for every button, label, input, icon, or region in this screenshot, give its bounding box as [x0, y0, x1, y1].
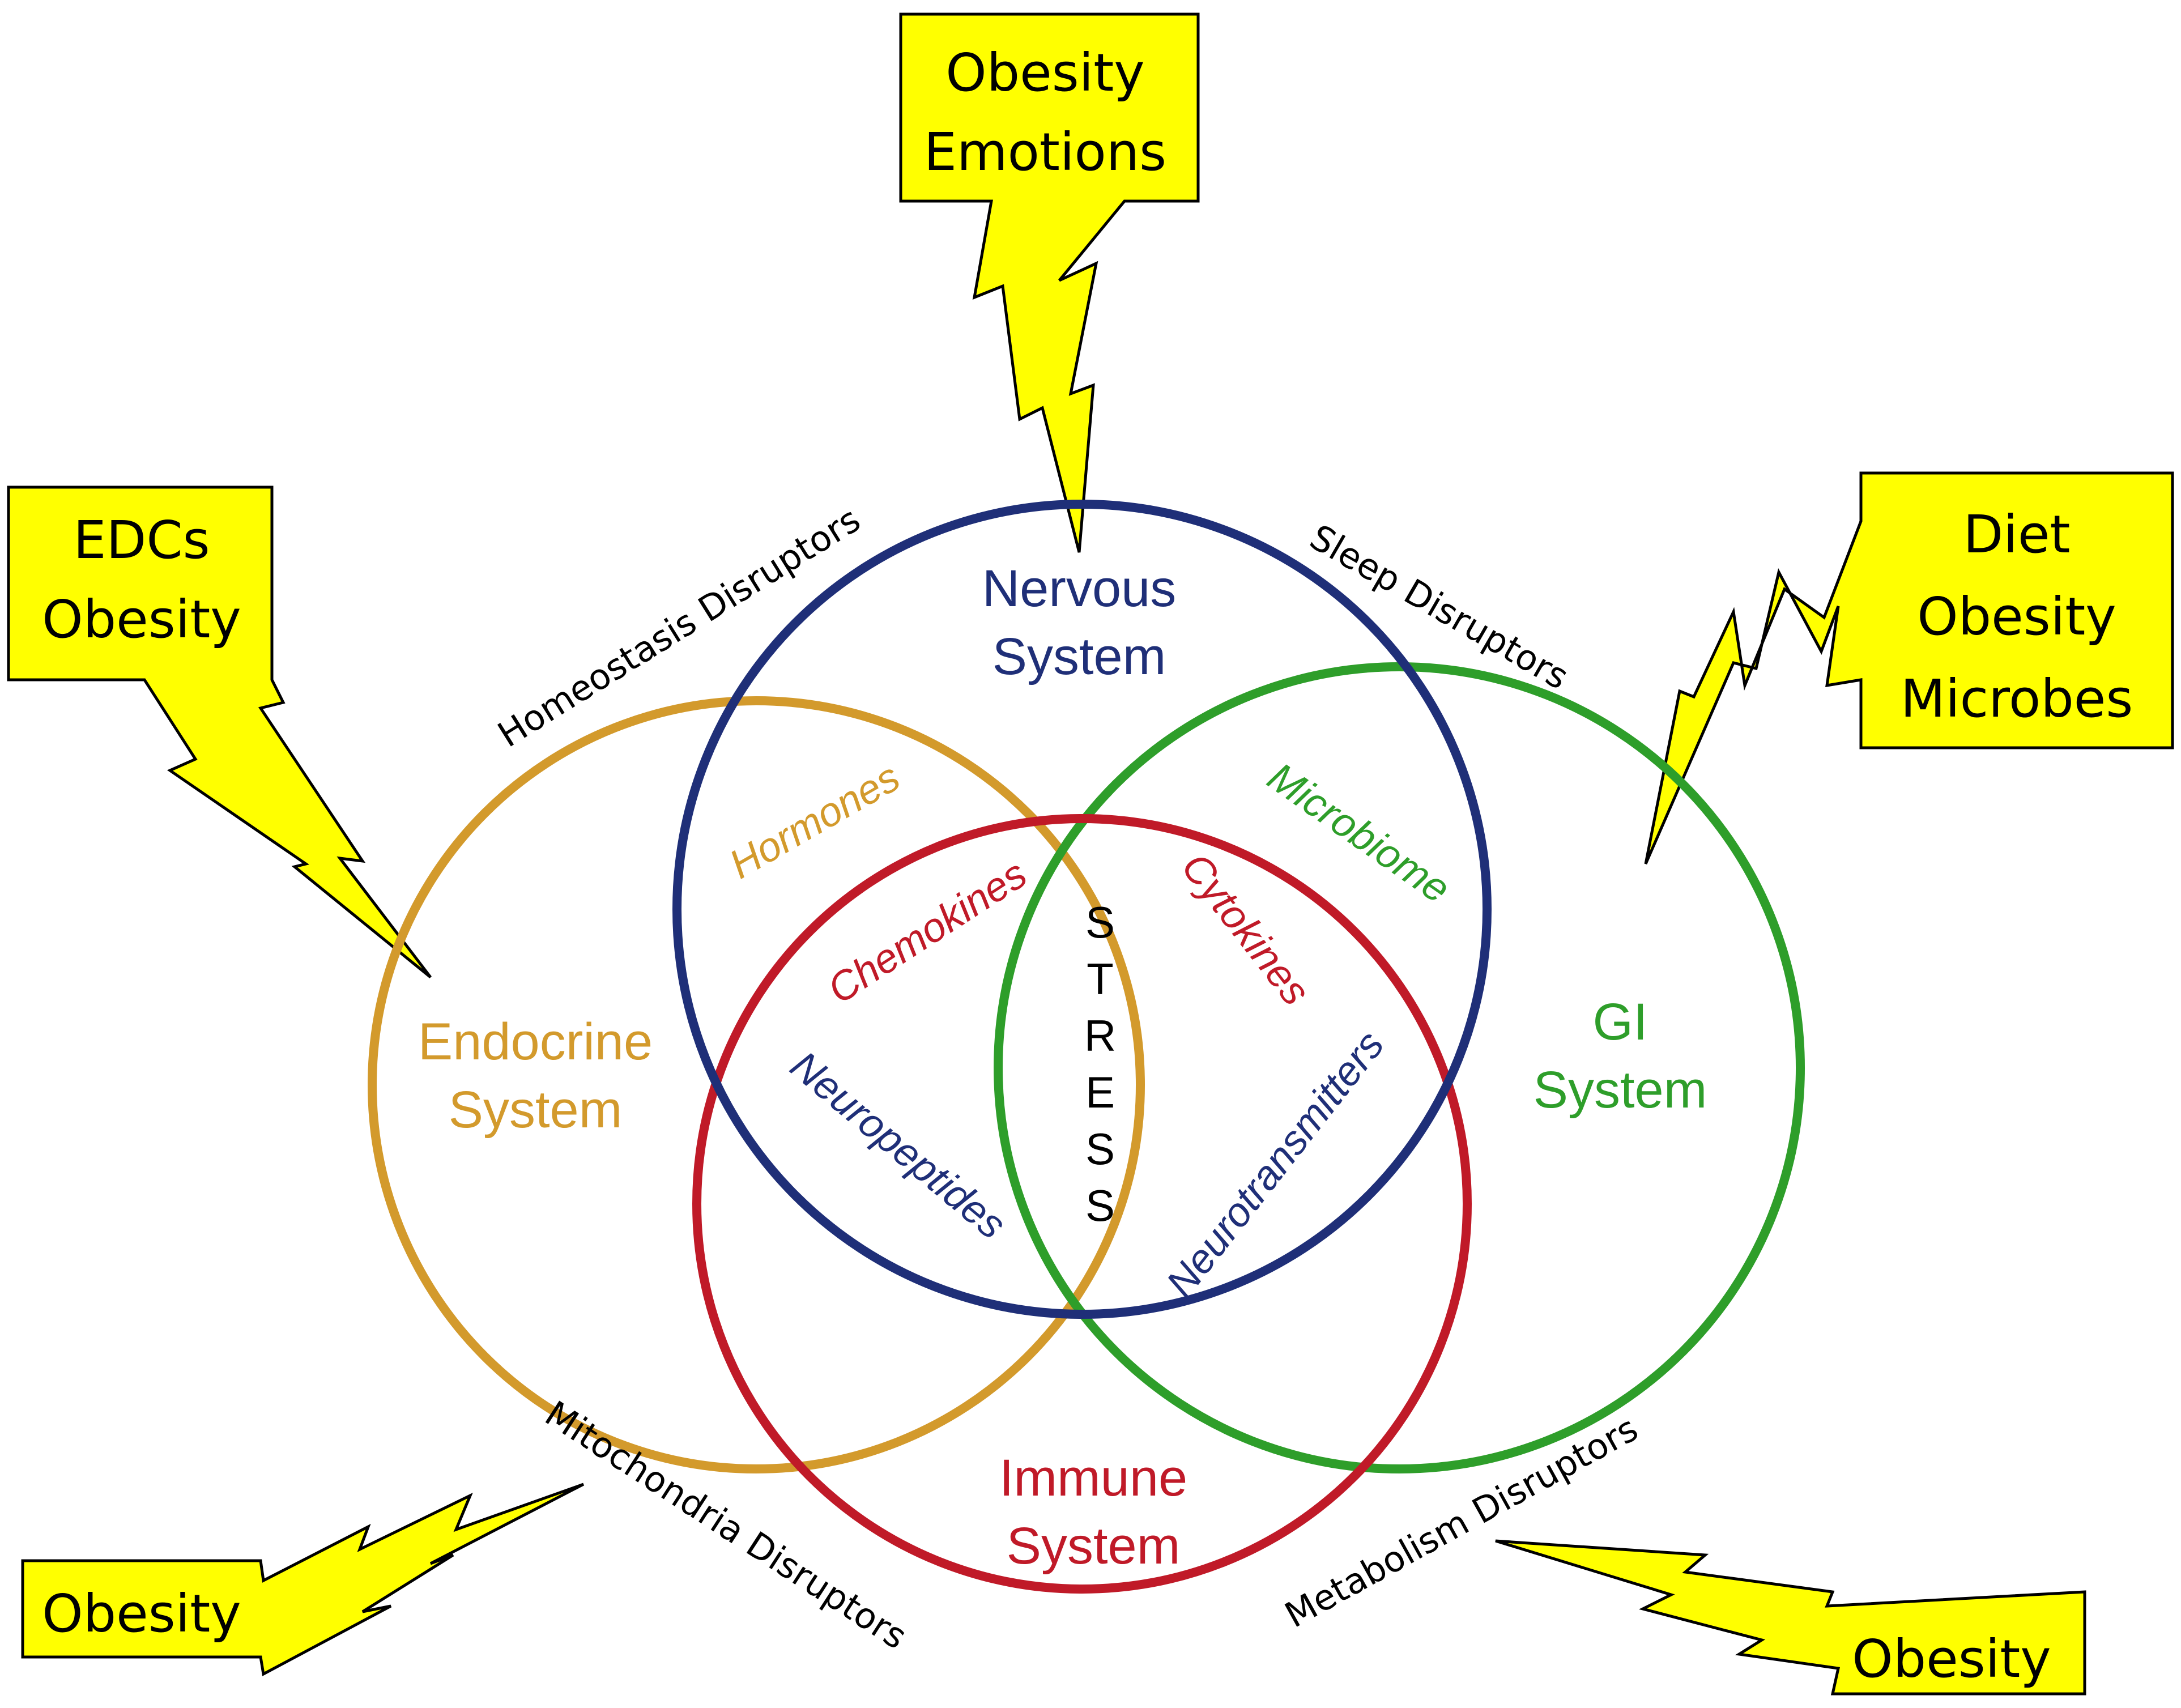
stress-letter-4: E	[1085, 1067, 1115, 1117]
endocrine-label-line-2: System	[449, 1081, 623, 1139]
callout-left-line-2: Obesity	[42, 589, 241, 650]
nervous-label-line-2: System	[992, 628, 1166, 685]
callout-bottom-right: Obesity	[1495, 1539, 2086, 1696]
lightning-bolt-top	[899, 12, 1200, 553]
nervous-label-line-1: Nervous	[982, 560, 1177, 617]
callout-left: EDCs Obesity	[7, 485, 432, 978]
immune-label-line-2: System	[1007, 1517, 1181, 1575]
gi-system-label: GI System	[1533, 993, 1707, 1119]
cytokines-label: Cytokines	[1173, 845, 1319, 1013]
microbiome-label: Microbiome	[1259, 754, 1458, 912]
stress-letter-5: S	[1085, 1124, 1115, 1174]
callout-top-line-2: Emotions	[924, 122, 1166, 182]
hormones-label: Hormones	[722, 755, 908, 888]
homeostasis-disruptors-label: Homeostasis Disruptors	[491, 499, 867, 755]
callout-left-line-1: EDCs	[73, 510, 210, 570]
lightning-bolt-bottom-right	[1495, 1539, 2086, 1696]
nervous-system-label: Nervous System	[982, 560, 1177, 685]
endocrine-label-line-1: Endocrine	[418, 1013, 653, 1071]
lightning-bolt-left	[7, 485, 432, 978]
immune-label-line-1: Immune	[999, 1449, 1187, 1507]
stress-label: S T R E S S	[1084, 897, 1116, 1230]
callout-right-line-3: Microbes	[1901, 668, 2133, 729]
stress-letter-2: T	[1087, 954, 1114, 1004]
callout-right: Diet Obesity Microbes	[1644, 471, 2174, 865]
nervous-system-circle	[672, 500, 1492, 1319]
gi-system-circle	[994, 662, 1805, 1473]
gi-label-line-1: GI	[1592, 993, 1647, 1051]
lightning-bolt-bottom-left	[21, 1483, 585, 1676]
immune-system-label: Immune System	[999, 1449, 1187, 1575]
lightning-bolt-right	[1644, 471, 2174, 865]
stress-letter-1: S	[1085, 897, 1115, 947]
endocrine-system-circle	[368, 696, 1145, 1473]
callout-bottom-right-line-1: Obesity	[1852, 1629, 2051, 1689]
mitochondria-disruptors-label: Mitochondria Disruptors	[538, 1393, 914, 1658]
metabolism-disruptors-label: Metabolism Disruptors	[1278, 1408, 1645, 1636]
callout-bottom-left: Obesity	[21, 1483, 585, 1676]
callout-right-line-2: Obesity	[1917, 586, 2116, 647]
endocrine-system-label: Endocrine System	[418, 1013, 653, 1139]
stress-letter-3: R	[1084, 1011, 1116, 1060]
callout-right-line-1: Diet	[1963, 504, 2070, 565]
gi-label-line-2: System	[1533, 1061, 1707, 1119]
immune-system-circle	[692, 814, 1472, 1594]
callout-top-line-1: Obesity	[945, 42, 1144, 103]
stress-letter-6: S	[1085, 1181, 1115, 1230]
callout-top: Obesity Emotions	[899, 12, 1200, 553]
callout-bottom-left-line-1: Obesity	[42, 1583, 241, 1644]
